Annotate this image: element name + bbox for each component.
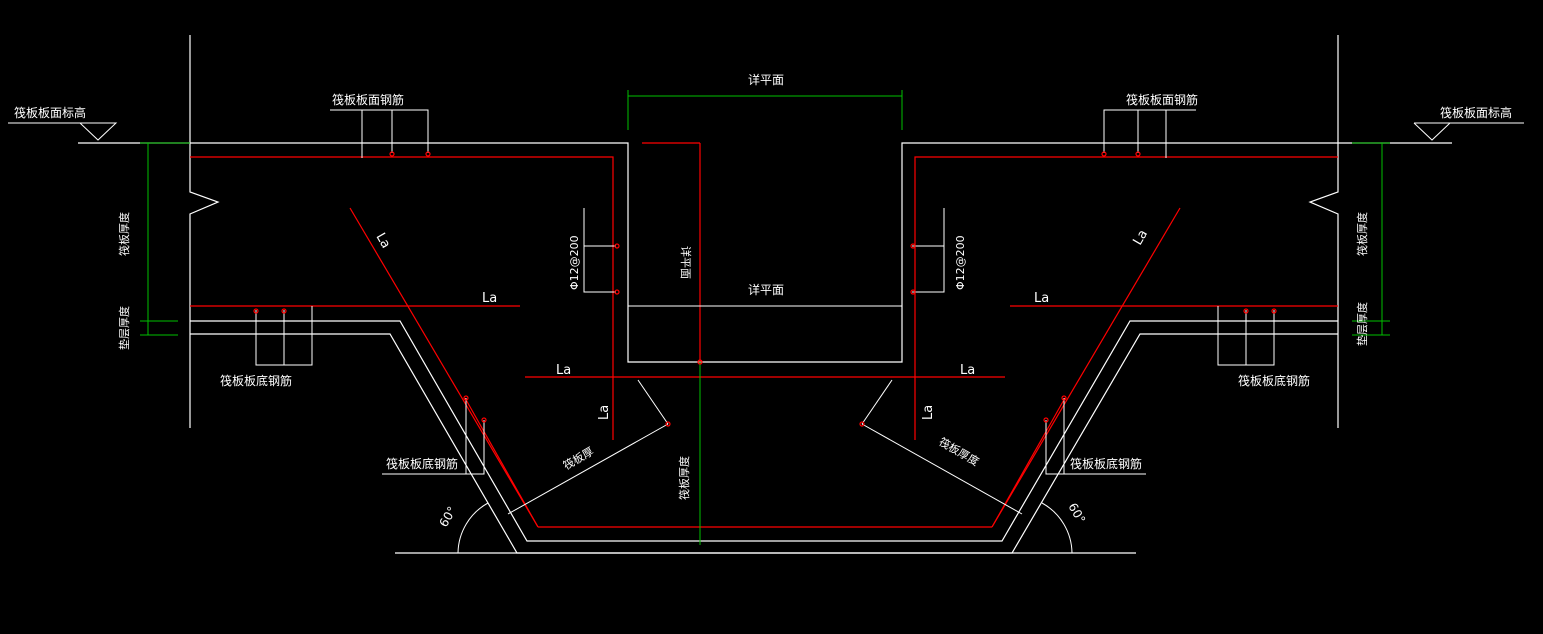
see-plan-mid-label: 详平面 <box>748 282 784 297</box>
slope-bottom-rebar-label-right: 筏板板底钢筋 <box>1070 456 1142 471</box>
la-diagonal-left: La <box>373 231 394 252</box>
la-horizontal-right: La <box>1034 291 1049 306</box>
la-horizontal-left: La <box>482 291 497 306</box>
labels: 筏板板面标高 筏板板面标高 筏板板面钢筋 筏板板面钢筋 详平面 详平面 详平面 … <box>14 72 1512 530</box>
la-lower-right: La <box>960 363 975 378</box>
raft-bottom-rebar-label-left: 筏板板底钢筋 <box>220 373 292 388</box>
raft-top-elev-label-left: 筏板板面标高 <box>14 105 86 120</box>
raft-top-rebar-label-left: 筏板板面钢筋 <box>332 92 404 107</box>
rebar-dots <box>253 151 1277 427</box>
dimension-lines <box>140 90 1390 545</box>
see-plan-top-label: 详平面 <box>748 72 784 87</box>
leader-lines <box>8 109 1524 554</box>
raft-top-rebar-label-right: 筏板板面钢筋 <box>1126 92 1198 107</box>
la-diagonal-right: La <box>1130 227 1151 248</box>
slope-thickness-label-right: 筏板厚度 <box>937 434 982 468</box>
slope-thickness-label-left: 筏板厚 <box>561 444 597 473</box>
rebar-spec-label-left: Φ12@200 <box>568 235 581 290</box>
see-plan-vertical-label: 详平面 <box>679 246 693 279</box>
la-vertical-left: La <box>597 405 612 420</box>
cushion-thickness-label-left: 垫层厚度 <box>117 306 131 350</box>
la-vertical-right: La <box>921 405 936 420</box>
rebar-spec-label-right: Φ12@200 <box>954 235 967 290</box>
la-lower-left: La <box>556 363 571 378</box>
raft-top-elev-label-right: 筏板板面标高 <box>1440 105 1512 120</box>
angle-label-left: 60° <box>436 504 459 529</box>
angle-label-right: 60° <box>1065 501 1088 526</box>
slope-bottom-rebar-label-left: 筏板板底钢筋 <box>386 456 458 471</box>
raft-bottom-rebar-label-right: 筏板板底钢筋 <box>1238 373 1310 388</box>
rebar-lines <box>190 142 1338 528</box>
raft-thickness-label-right: 筏板厚度 <box>1355 212 1369 256</box>
raft-thickness-label-left: 筏板厚度 <box>117 212 131 256</box>
pit-thickness-label: 筏板厚度 <box>677 456 691 500</box>
cushion-thickness-label-right: 垫层厚度 <box>1355 302 1369 346</box>
concrete-outline <box>78 35 1452 554</box>
